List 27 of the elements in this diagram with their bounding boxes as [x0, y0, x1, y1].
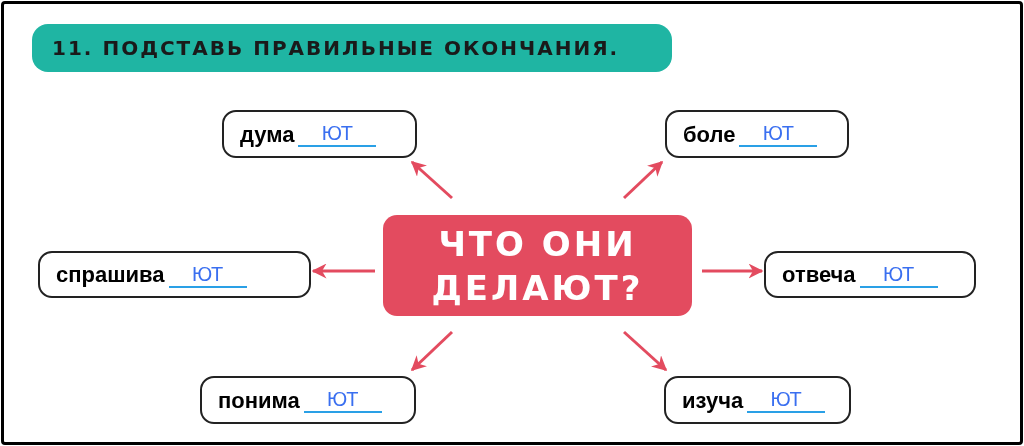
arrow	[622, 160, 664, 200]
arrow	[311, 263, 375, 279]
word-box	[38, 251, 311, 298]
fill-in-line: ЮТ	[747, 387, 826, 413]
word-stem: спрашива	[56, 261, 165, 289]
question-box	[383, 215, 692, 316]
word-box	[665, 110, 849, 158]
word-box	[200, 376, 416, 424]
word-stem: изуча	[682, 386, 744, 415]
title-banner: 11. ПОДСТАВЬ ПРАВИЛЬНЫЕ ОКОНЧАНИЯ.	[32, 24, 672, 72]
word-box	[664, 376, 851, 424]
word-stem: отвеча	[782, 261, 856, 289]
fill-in-line: ЮТ	[739, 121, 818, 147]
fill-in-line: ЮТ	[298, 121, 377, 147]
fill-in-line: ЮТ	[168, 261, 247, 288]
word-stem: дума	[240, 120, 295, 149]
arrow	[410, 160, 453, 200]
word-stem: понима	[218, 386, 300, 415]
fill-in-line: ЮТ	[859, 261, 938, 288]
fill-in-line: ЮТ	[303, 387, 382, 413]
question-text: ЧТО ОНИ ДЕЛАЮТ?	[430, 222, 645, 310]
word-box	[764, 251, 976, 298]
word-stem: боле	[683, 120, 736, 149]
arrow	[410, 330, 454, 372]
word-box	[222, 110, 417, 158]
arrow	[702, 263, 764, 279]
arrow	[623, 330, 668, 372]
